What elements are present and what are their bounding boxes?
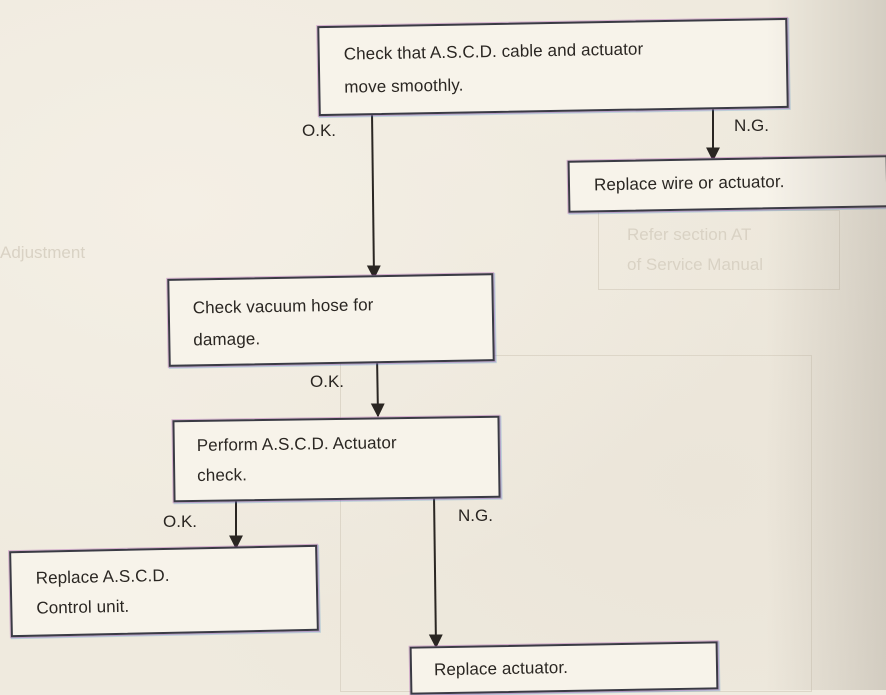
step-replace-unit-line-1: Replace A.S.C.D.: [35, 565, 170, 588]
step-check-cable-box: Check that A.S.C.D. cable and actuator m…: [317, 17, 789, 117]
label-ok-3: O.K.: [163, 512, 198, 531]
step-perform-check-line-1: Perform A.S.C.D. Actuator: [196, 433, 397, 455]
ghost-refer-line-2: of Service Manual: [627, 255, 764, 274]
step-check-vacuum-box: Check vacuum hose for damage.: [167, 273, 495, 367]
arrow-check-to-vacuum: [366, 111, 381, 280]
page-edge-shadow: [766, 0, 886, 690]
step-check-vacuum-line-1: Check vacuum hose for: [192, 295, 374, 318]
arrow-perform-to-replace-actuator: [428, 494, 443, 649]
step-replace-unit-line-2: Control unit.: [36, 596, 130, 618]
step-perform-check-box: Perform A.S.C.D. Actuator check.: [172, 415, 501, 503]
ghost-title: Adjustment: [0, 243, 86, 262]
label-ng-1: N.G.: [734, 116, 769, 135]
arrow-vacuum-to-perform: [370, 354, 385, 418]
step-check-vacuum-line-2: damage.: [193, 329, 261, 350]
step-replace-actuator-line-1: Replace actuator.: [433, 657, 569, 680]
label-ok-1: O.K.: [302, 121, 337, 140]
ghost-refer-box: Refer section AT of Service Manual: [598, 210, 840, 290]
ghost-refer-line-1: Refer section AT: [627, 225, 752, 244]
step-replace-unit-box: Replace A.S.C.D. Control unit.: [9, 544, 319, 638]
label-ok-2: O.K.: [310, 372, 345, 391]
step-check-cable-line-2: move smoothly.: [344, 75, 464, 97]
step-check-cable-line-1: Check that A.S.C.D. cable and actuator: [343, 39, 644, 64]
step-replace-wire-line-1: Replace wire or actuator.: [593, 172, 785, 195]
step-replace-actuator-box: Replace actuator.: [409, 641, 719, 695]
step-perform-check-line-2: check.: [197, 465, 248, 485]
label-ng-2: N.G.: [458, 506, 493, 525]
